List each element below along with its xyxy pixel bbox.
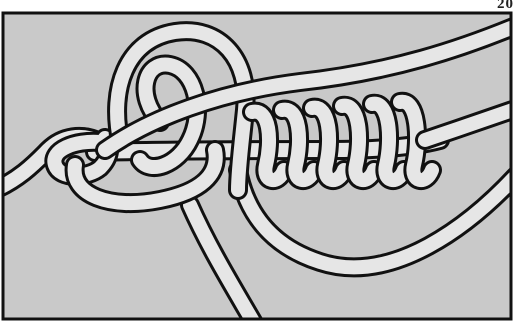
page: 20 [0, 0, 516, 321]
knot-illustration [0, 0, 516, 321]
